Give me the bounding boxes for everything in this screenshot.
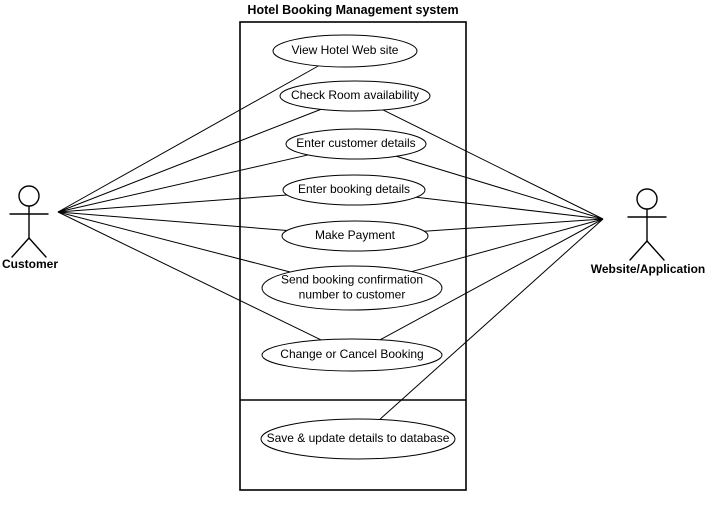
use-case-label: number to customer [299, 288, 406, 302]
use-case-uc7[interactable]: Change or Cancel Booking [261, 338, 443, 372]
association-website-uc5 [424, 218, 604, 232]
actor-leg-left-icon [11, 237, 30, 258]
actor-label: Website/Application [591, 262, 705, 276]
association-customer-uc4 [57, 194, 288, 213]
use-case-uc1[interactable]: View Hotel Web site [272, 34, 418, 68]
use-case-ellipse[interactable] [260, 418, 456, 460]
use-case-label: Save & update details to database [267, 431, 450, 445]
use-case-ellipse[interactable] [282, 174, 426, 206]
use-case-label: Send booking confirmation [281, 273, 423, 287]
use-case-ellipse[interactable] [279, 80, 431, 112]
association-website-uc4 [416, 196, 604, 220]
association-customer-uc3 [57, 154, 309, 213]
actor-leg-right-icon [646, 240, 665, 261]
system-boundary-layer: Hotel Booking Management system [239, 3, 467, 491]
association-website-uc7 [379, 218, 604, 341]
use-case-uc5[interactable]: Make Payment [281, 220, 429, 252]
use-case-uc8[interactable]: Save & update details to database [260, 418, 456, 460]
use-case-ellipse[interactable] [285, 128, 427, 160]
association-customer-uc7 [57, 211, 322, 341]
actor-head-icon [18, 185, 40, 207]
use-case-uc3[interactable]: Enter customer details [285, 128, 427, 160]
use-case-label: Make Payment [315, 228, 396, 242]
association-website-uc8 [379, 218, 604, 420]
use-case-uc2[interactable]: Check Room availability [279, 80, 431, 112]
use-case-label: Check Room availability [291, 88, 419, 102]
association-lines-layer [57, 65, 604, 420]
actor-layer: Customer Website/Application [2, 185, 705, 276]
use-case-ellipse[interactable] [261, 265, 443, 311]
actor-leg-left-icon [629, 240, 648, 261]
association-customer-uc5 [57, 211, 288, 232]
association-customer-uc6 [57, 211, 291, 273]
association-website-uc6 [411, 218, 604, 273]
association-website-uc3 [396, 155, 604, 220]
use-case-label: Enter customer details [296, 136, 415, 150]
association-customer-uc2 [57, 108, 321, 213]
actor-website[interactable]: Website/Application [591, 188, 705, 276]
use-case-ellipse[interactable] [272, 34, 418, 68]
use-case-ellipse[interactable] [261, 338, 443, 372]
association-website-uc2 [382, 109, 604, 220]
use-case-label: View Hotel Web site [292, 43, 399, 57]
system-boundary-box [239, 21, 467, 491]
system-title: Hotel Booking Management system [247, 3, 458, 17]
association-customer-uc1 [57, 65, 319, 213]
actor-label: Customer [2, 257, 58, 271]
actor-customer[interactable]: Customer [2, 185, 58, 271]
use-case-uc4[interactable]: Enter booking details [282, 174, 426, 206]
use-case-ellipse[interactable] [281, 220, 429, 252]
actor-leg-right-icon [28, 237, 47, 258]
use-case-label: Enter booking details [298, 182, 410, 196]
use-case-label: Change or Cancel Booking [280, 347, 423, 361]
actor-head-icon [636, 188, 658, 210]
